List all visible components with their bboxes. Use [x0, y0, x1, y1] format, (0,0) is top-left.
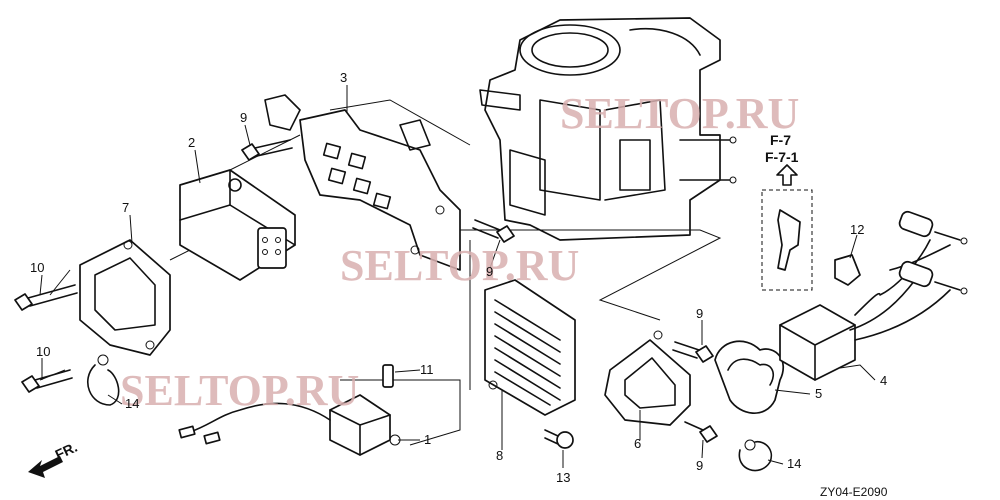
- bolt-9-right: [672, 341, 714, 363]
- bolt-10-lower: [21, 369, 73, 393]
- front-label: FR.: [53, 439, 80, 463]
- wire-clip-right: [738, 439, 773, 472]
- callout-13: 13: [556, 470, 570, 485]
- reference-f7: F-7: [770, 132, 791, 148]
- ignition-coil-1: [178, 394, 401, 456]
- callout-9-bottom: 9: [696, 458, 703, 473]
- watermark-bottom: SELTOP.RU: [120, 366, 359, 415]
- callout-12: 12: [850, 222, 864, 237]
- watermark-top: SELTOP.RU: [560, 89, 799, 138]
- wire-clip-left: [86, 354, 120, 406]
- callout-1: 1: [424, 432, 431, 447]
- callout-11: 11: [420, 362, 434, 377]
- cdi-unit: [179, 169, 296, 281]
- ignition-coil-4: [779, 210, 968, 381]
- bolt-9-mid: [472, 219, 515, 243]
- reference-f7-1: F-7-1: [765, 149, 799, 165]
- leader-lines: [39, 85, 876, 468]
- callout-3: 3: [340, 70, 347, 85]
- screw-11: [382, 364, 394, 388]
- callout-9-right: 9: [696, 306, 703, 321]
- engine-block: [479, 17, 737, 241]
- clip-12: [834, 254, 861, 286]
- callout-4: 4: [880, 373, 887, 388]
- callout-2: 2: [188, 135, 195, 150]
- bolt-9-bottom: [684, 421, 718, 443]
- coil-bracket: [604, 330, 691, 426]
- cdi-bracket: [79, 239, 171, 356]
- front-arrow-icon: [28, 456, 63, 478]
- reference-box: [761, 164, 813, 291]
- callout-5: 5: [815, 386, 822, 401]
- callout-10-lower: 10: [36, 344, 50, 359]
- regulator-rectifier: [484, 279, 576, 416]
- diagram-code: ZY04-E2090: [820, 485, 888, 499]
- bolt-9-top: [241, 139, 293, 161]
- watermark-middle: SELTOP.RU: [340, 241, 579, 290]
- screw-13: [544, 429, 574, 449]
- coil-cover: [714, 340, 785, 415]
- mounting-plate: [264, 94, 461, 271]
- callout-7: 7: [122, 200, 129, 215]
- callout-9-top: 9: [240, 110, 247, 125]
- callout-9-mid: 9: [486, 264, 493, 279]
- callout-10-upper: 10: [30, 260, 44, 275]
- bolt-10-upper: [14, 284, 78, 311]
- callout-14-left: 14: [125, 396, 139, 411]
- callout-8: 8: [496, 448, 503, 463]
- callout-14-right: 14: [787, 456, 801, 471]
- callout-6: 6: [634, 436, 641, 451]
